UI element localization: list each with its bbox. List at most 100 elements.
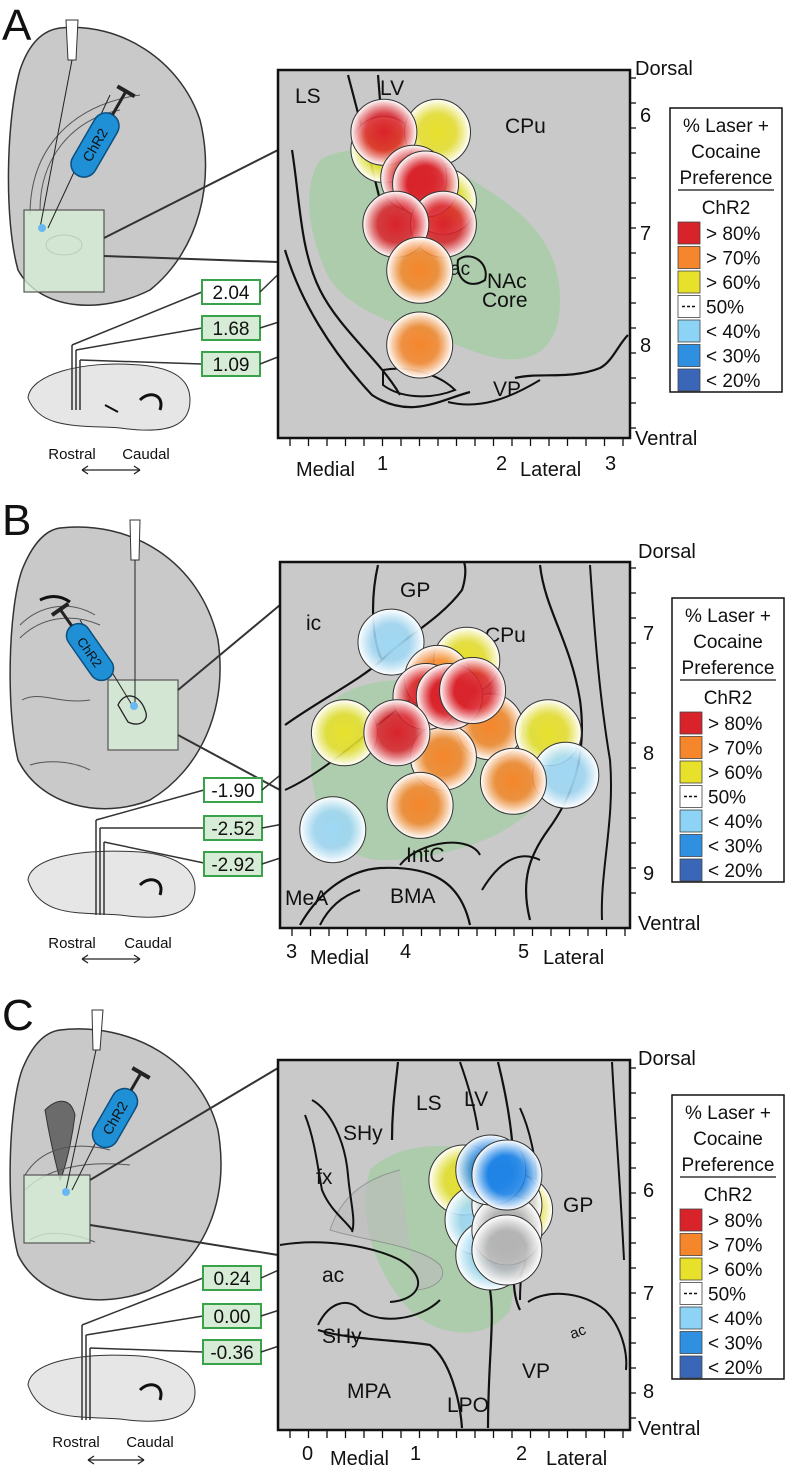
coronal-section: ChR2 bbox=[9, 519, 221, 810]
dv-axis: Dorsal Ventral 7 8 9 bbox=[629, 541, 700, 935]
region-label: ac bbox=[322, 1264, 344, 1287]
legend-subtitle: ChR2 bbox=[704, 688, 753, 709]
region-label: GP bbox=[563, 1194, 593, 1217]
region-label: CPu bbox=[505, 115, 546, 138]
legend-swatch bbox=[679, 1257, 703, 1281]
ventral-label: Ventral bbox=[638, 913, 700, 935]
injection-site bbox=[62, 1188, 70, 1196]
y-tick-label: 6 bbox=[640, 105, 651, 127]
legend-subtitle: ChR2 bbox=[702, 198, 751, 219]
section-label: 1.68 bbox=[213, 319, 250, 340]
legend-swatch bbox=[679, 1233, 703, 1256]
medial-label: Medial bbox=[330, 1448, 389, 1470]
legend-title: Cocaine bbox=[693, 1129, 763, 1150]
x-tick-label: 0 bbox=[302, 1443, 313, 1465]
region-label: GP bbox=[400, 579, 430, 602]
legend-label: > 80% bbox=[706, 224, 761, 245]
legend-label: > 70% bbox=[708, 739, 763, 760]
lateral-label: Lateral bbox=[543, 947, 604, 969]
region-label: ac bbox=[568, 1321, 589, 1343]
legend-swatch bbox=[679, 1306, 703, 1330]
ventral-label: Ventral bbox=[635, 428, 697, 450]
legend-title: Preference bbox=[680, 168, 773, 189]
legend-swatch bbox=[679, 834, 703, 857]
ventral-label: Ventral bbox=[638, 1418, 700, 1440]
injection-site bbox=[38, 224, 46, 232]
region-label: LS bbox=[295, 85, 321, 108]
injection-site bbox=[130, 702, 138, 710]
section-label: 2.04 bbox=[213, 283, 250, 304]
ml-axis: Medial Lateral 0 1 2 bbox=[288, 1429, 628, 1470]
y-tick-label: 6 bbox=[643, 1180, 654, 1202]
rostral-caudal-arrow bbox=[81, 465, 141, 475]
legend-title: % Laser + bbox=[683, 116, 769, 137]
optic-fiber bbox=[65, 19, 79, 61]
rostral-caudal-arrow bbox=[81, 954, 141, 964]
legend-label: > 70% bbox=[706, 249, 761, 270]
stimulation-site bbox=[386, 311, 454, 379]
stimulation-site bbox=[471, 1139, 543, 1211]
zoomed-map: GP ic CPu IntC MeA BMA bbox=[278, 560, 632, 930]
sagittal-section bbox=[27, 820, 196, 918]
caudal-label: Caudal bbox=[124, 935, 172, 952]
legend-swatch bbox=[679, 1208, 703, 1232]
panel-b: B ChR2 bbox=[2, 496, 700, 969]
region-label: BMA bbox=[390, 885, 436, 908]
x-tick-label: 2 bbox=[496, 453, 507, 475]
panel-c: C ChR2 bbox=[2, 991, 700, 1470]
section-label: -2.92 bbox=[211, 855, 254, 876]
legend-swatch bbox=[679, 1355, 703, 1379]
region-label: SHy bbox=[322, 1325, 362, 1348]
legend-label: > 60% bbox=[708, 1260, 763, 1281]
chr2-syringe: ChR2 bbox=[91, 1066, 151, 1149]
legend-label: 50% bbox=[708, 788, 746, 809]
legend-label: < 40% bbox=[708, 1309, 763, 1330]
legend-label: < 30% bbox=[706, 347, 761, 368]
rostral-label: Rostral bbox=[48, 935, 96, 952]
lateral-label: Lateral bbox=[520, 459, 581, 481]
legend-label: < 20% bbox=[708, 861, 763, 882]
section-labels: 2.04 1.68 1.09 bbox=[201, 279, 261, 377]
region-label: VP bbox=[522, 1360, 550, 1383]
legend-swatch bbox=[677, 319, 701, 343]
x-tick-label: 3 bbox=[286, 941, 297, 963]
panel-letter: C bbox=[2, 991, 34, 1040]
legend-label: > 80% bbox=[708, 1211, 763, 1232]
legend-swatch bbox=[679, 809, 703, 833]
zoomed-map: LS LV CPu ac NAc Core VP bbox=[276, 68, 632, 440]
legend-label: < 20% bbox=[706, 371, 761, 392]
section-label: -0.36 bbox=[210, 1343, 253, 1364]
legend-swatch bbox=[679, 1331, 703, 1354]
dorsal-label: Dorsal bbox=[638, 1048, 696, 1070]
x-tick-label: 5 bbox=[518, 941, 529, 963]
legend-label: 50% bbox=[706, 298, 744, 319]
x-tick-label: 1 bbox=[410, 1443, 421, 1465]
ml-axis: Medial Lateral 3 4 5 bbox=[286, 927, 628, 969]
y-tick-label: 8 bbox=[643, 743, 654, 765]
stimulation-site bbox=[386, 236, 454, 304]
stimulation-site bbox=[386, 771, 454, 839]
y-tick-label: 7 bbox=[643, 1283, 654, 1305]
zoomed-map: SHy LS LV fx GP ac ac SHy MPA LPO VP bbox=[276, 1058, 632, 1432]
region-label: LS bbox=[416, 1092, 442, 1115]
legend-title: % Laser + bbox=[685, 1103, 771, 1124]
medial-label: Medial bbox=[310, 947, 369, 969]
legend-title: % Laser + bbox=[685, 606, 771, 627]
coronal-section: ChR2 bbox=[7, 19, 207, 306]
region-label: LV bbox=[464, 1088, 488, 1111]
zoom-box bbox=[107, 679, 179, 751]
legend-label: < 30% bbox=[708, 1334, 763, 1355]
y-tick-label: 9 bbox=[643, 863, 654, 885]
legend-swatch bbox=[677, 368, 701, 392]
sagittal-section bbox=[27, 1325, 196, 1422]
rostral-label: Rostral bbox=[52, 1434, 100, 1451]
legend-label: > 60% bbox=[706, 273, 761, 294]
rostral-label: Rostral bbox=[48, 446, 96, 463]
zoom-box bbox=[23, 209, 105, 293]
legend-swatch bbox=[679, 858, 703, 882]
legend-title: Cocaine bbox=[691, 142, 761, 163]
ml-axis: Medial Lateral 1 2 3 bbox=[288, 437, 628, 481]
